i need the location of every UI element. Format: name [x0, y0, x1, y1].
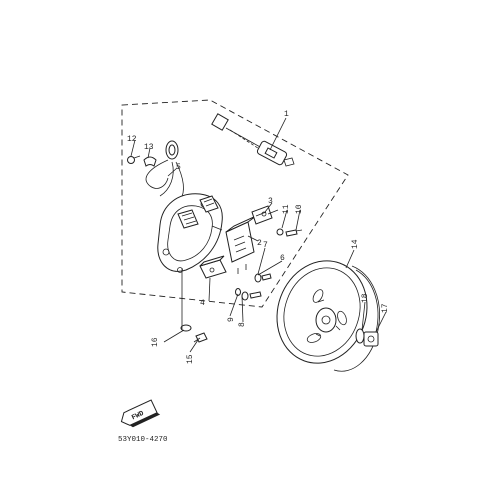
- callout-5: 5: [176, 163, 181, 172]
- washer-nut: [355, 328, 379, 347]
- callout-8: 8: [238, 322, 247, 327]
- stator-plate: [157, 193, 223, 273]
- wire-harness: [145, 113, 295, 201]
- bolt-washer: [180, 324, 208, 343]
- callout-11: 11: [282, 204, 291, 214]
- callout-1: 1: [284, 110, 289, 119]
- callout-2: 2: [257, 239, 262, 248]
- ignition-coil: [211, 215, 257, 274]
- callout-6: 6: [280, 254, 285, 263]
- leader-lines: [130, 117, 387, 353]
- callout-12: 12: [127, 135, 137, 144]
- callout-17: 17: [381, 303, 390, 313]
- drawing-code: 53Y010-4270: [118, 436, 168, 444]
- callout-4: 4: [200, 299, 205, 308]
- assembly-boundary: [121, 99, 349, 308]
- callout-9: 9: [227, 317, 236, 322]
- callout-3: 3: [268, 197, 273, 206]
- bracket-unit: [251, 205, 279, 225]
- fasteners: [235, 228, 303, 301]
- callout-labels: 1 2 3 4 5 6 7 8 9 10 11 12 13 14 15 16 1…: [127, 110, 390, 364]
- callout-7: 7: [263, 241, 268, 250]
- callout-14: 14: [351, 239, 360, 249]
- callout-16: 16: [151, 337, 160, 347]
- clamp-screw: [127, 155, 157, 167]
- flywheel-rotor: [276, 260, 380, 372]
- callout-18: 18: [361, 293, 370, 303]
- callout-15: 15: [186, 354, 195, 364]
- callout-13: 13: [144, 143, 154, 152]
- pickup-sensor: [199, 255, 227, 279]
- fwd-direction-badge: FWD: [120, 399, 161, 428]
- callout-10: 10: [295, 204, 304, 214]
